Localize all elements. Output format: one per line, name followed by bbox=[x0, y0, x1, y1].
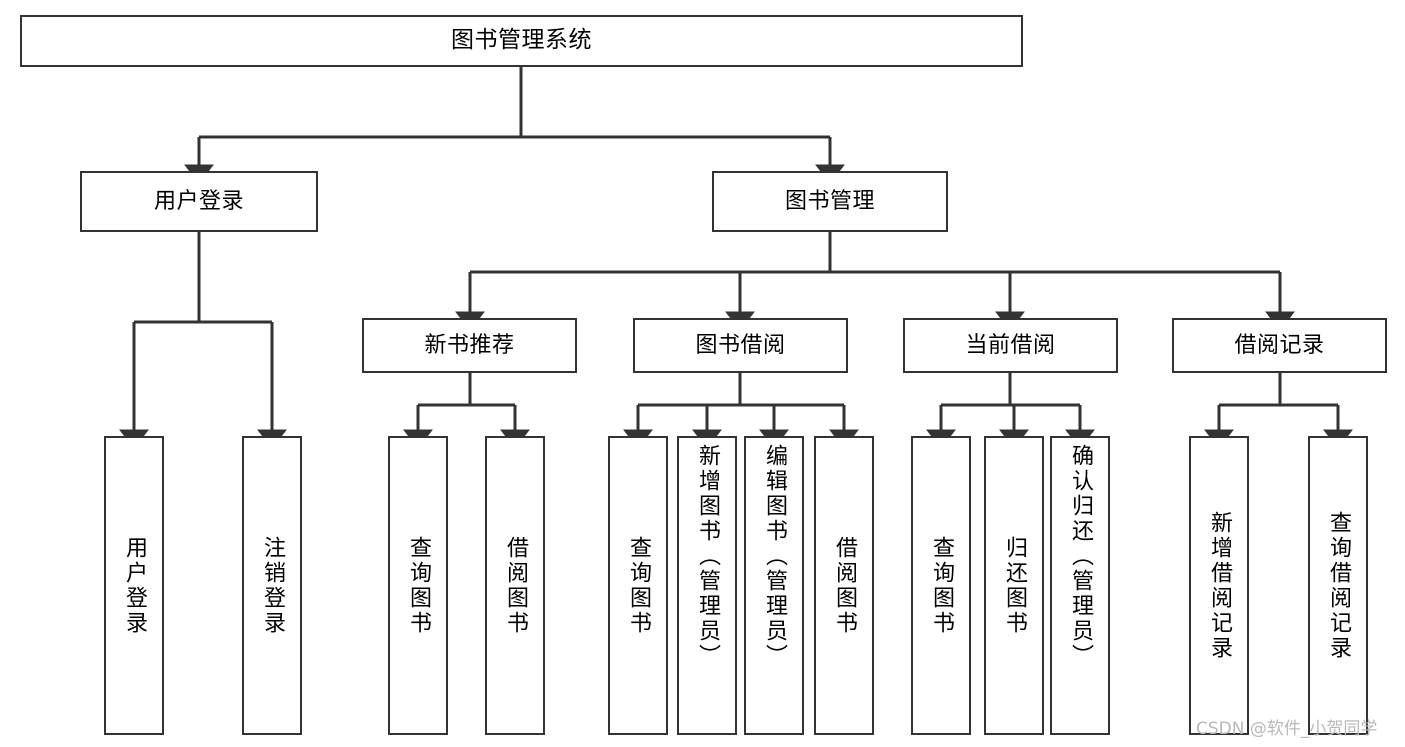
node-n07[interactable]: 编辑图书（管理员） bbox=[744, 436, 804, 735]
node-l2d[interactable]: 借阅记录 bbox=[1172, 318, 1387, 373]
node-n03[interactable]: 查询图书 bbox=[388, 436, 448, 735]
node-n08[interactable]: 借阅图书 bbox=[814, 436, 874, 735]
node-label: 查询图书 bbox=[626, 535, 651, 636]
node-label: 注销登录 bbox=[260, 535, 285, 636]
node-label: 查询借阅记录 bbox=[1326, 510, 1351, 661]
node-l2b[interactable]: 图书借阅 bbox=[633, 318, 848, 373]
node-label: 当前借阅 bbox=[965, 332, 1056, 358]
node-root[interactable]: 图书管理系统 bbox=[20, 15, 1023, 67]
node-label: 图书借阅 bbox=[695, 332, 786, 358]
edge-group bbox=[119, 67, 1353, 449]
node-n10[interactable]: 归还图书 bbox=[984, 436, 1044, 735]
node-label: 归还图书 bbox=[1002, 535, 1027, 636]
node-n01[interactable]: 用户登录 bbox=[104, 436, 164, 735]
node-n12[interactable]: 新增借阅记录 bbox=[1189, 436, 1249, 735]
node-l2c[interactable]: 当前借阅 bbox=[903, 318, 1118, 373]
node-l1a[interactable]: 用户登录 bbox=[80, 171, 318, 232]
node-label: 查询图书 bbox=[929, 535, 954, 636]
node-n04[interactable]: 借阅图书 bbox=[485, 436, 545, 735]
node-n02[interactable]: 注销登录 bbox=[242, 436, 302, 735]
node-n06[interactable]: 新增图书（管理员） bbox=[677, 436, 737, 735]
node-label: 编辑图书（管理员） bbox=[762, 444, 787, 669]
node-n11[interactable]: 确认归还（管理员） bbox=[1050, 436, 1110, 735]
node-n05[interactable]: 查询图书 bbox=[608, 436, 668, 735]
node-l1b[interactable]: 图书管理 bbox=[712, 171, 948, 232]
node-label: 用户登录 bbox=[122, 535, 147, 636]
node-label: 借阅图书 bbox=[503, 535, 528, 636]
node-label: 新书推荐 bbox=[424, 332, 515, 358]
node-label: 查询图书 bbox=[406, 535, 431, 636]
node-label: 新增图书（管理员） bbox=[695, 444, 720, 669]
node-label: 图书管理系统 bbox=[451, 27, 592, 54]
node-label: 确认归还（管理员） bbox=[1068, 444, 1093, 669]
node-label: 图书管理 bbox=[784, 188, 875, 214]
node-label: 新增借阅记录 bbox=[1207, 510, 1232, 661]
node-label: 借阅记录 bbox=[1234, 332, 1325, 358]
node-label: 借阅图书 bbox=[832, 535, 857, 636]
node-n13[interactable]: 查询借阅记录 bbox=[1308, 436, 1368, 735]
node-n09[interactable]: 查询图书 bbox=[911, 436, 971, 735]
node-l2a[interactable]: 新书推荐 bbox=[362, 318, 577, 373]
node-label: 用户登录 bbox=[153, 188, 244, 214]
